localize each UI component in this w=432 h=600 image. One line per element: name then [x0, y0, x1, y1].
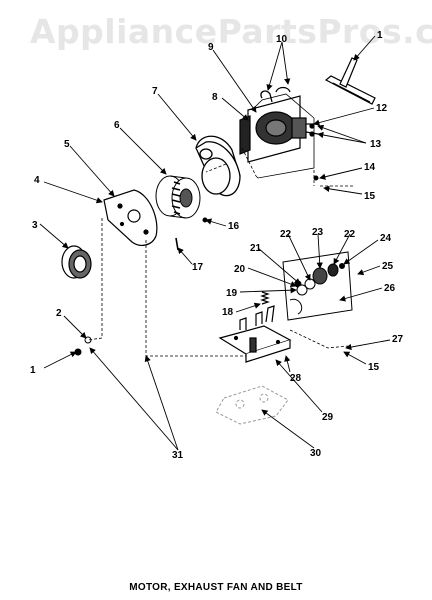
callout-18: 18: [222, 307, 234, 318]
part-6-blower-wheel: [155, 175, 201, 219]
part-10-clips: [260, 86, 291, 103]
callout-15b: 15: [368, 362, 380, 373]
idler-assembly: [282, 251, 353, 321]
callout-19: 19: [226, 288, 238, 299]
callout-6: 6: [114, 120, 120, 131]
callout-16: 16: [228, 221, 240, 232]
callout-17: 17: [192, 262, 204, 273]
callout-4: 4: [34, 175, 40, 186]
callout-29: 29: [322, 412, 334, 423]
callout-1a: 1: [377, 30, 383, 41]
diagram-caption: MOTOR, EXHAUST FAN AND BELT: [129, 582, 303, 593]
callout-26: 26: [384, 283, 396, 294]
part-29-motor-mount: [218, 305, 292, 363]
callout-20: 20: [234, 264, 246, 275]
callout-10: 10: [276, 34, 288, 45]
callout-24: 24: [380, 233, 392, 244]
callout-21: 21: [250, 243, 262, 254]
callout-25: 25: [382, 261, 394, 272]
part-18-spring: [260, 291, 270, 305]
part-3-drum-pulley: [61, 245, 92, 279]
motor-frame-outline: [254, 93, 315, 179]
callout-3: 3: [32, 220, 38, 231]
callout-2: 2: [56, 308, 62, 319]
part-30-base: [215, 385, 289, 425]
callout-1b: 1: [30, 365, 36, 376]
part-1-bracket: [324, 57, 376, 105]
callout-28: 28: [290, 373, 302, 384]
callout-30: 30: [310, 448, 322, 459]
callout-27: 27: [392, 334, 404, 345]
callout-15a: 15: [364, 191, 376, 202]
watermark: AppliancePartsPros.com: [30, 12, 432, 51]
callout-31: 31: [172, 450, 184, 461]
callout-22b: 22: [344, 229, 356, 240]
leader-lines: [39, 35, 391, 451]
part-7-fan-housing: [195, 135, 241, 197]
callout-8: 8: [212, 92, 218, 103]
part-8-motor: [239, 95, 319, 163]
callout-12: 12: [376, 103, 388, 114]
callout-14: 14: [364, 162, 376, 173]
callout-23: 23: [312, 227, 324, 238]
part-5-fan-back-plate: [103, 189, 158, 246]
callout-9: 9: [208, 42, 214, 53]
callout-7: 7: [152, 86, 158, 97]
callout-22a: 22: [280, 229, 292, 240]
callout-labels: 1 1 2 3 4 5 6 7 8 9 10 12 13 14 15 15 16…: [30, 30, 404, 461]
callout-5: 5: [64, 139, 70, 150]
callout-13: 13: [370, 139, 382, 150]
